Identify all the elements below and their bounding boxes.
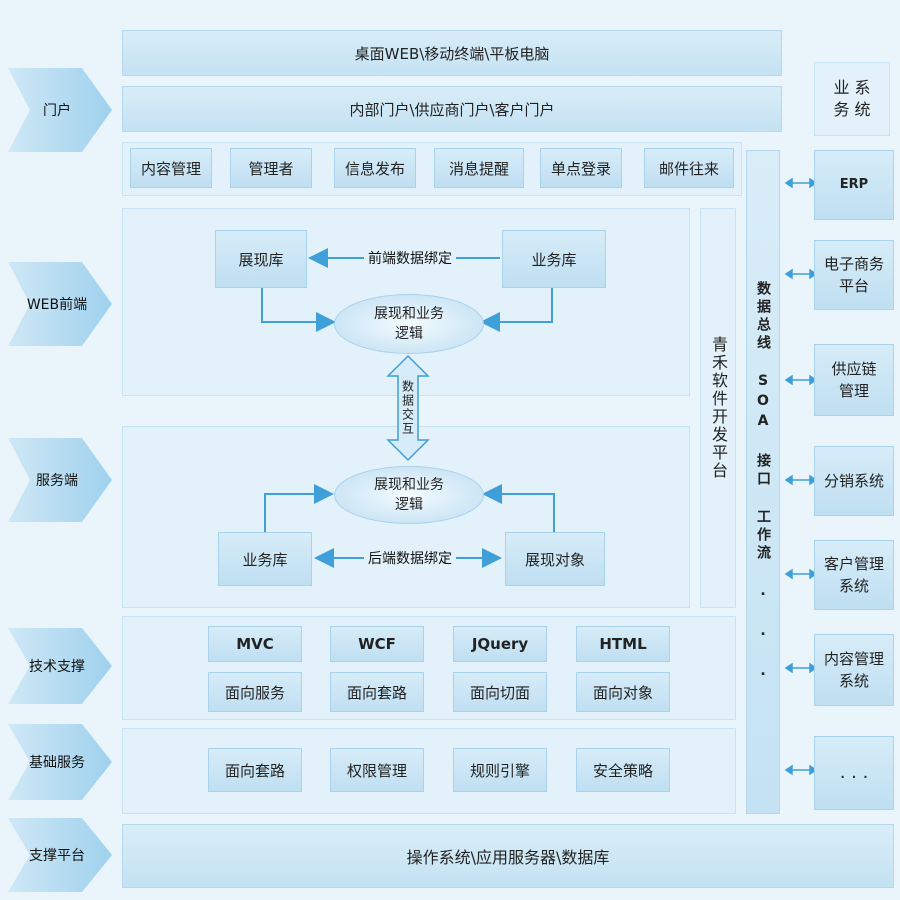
- layer-label-server: 服务端: [36, 473, 78, 489]
- support-platform-bar: 操作系统\应用服务器\数据库: [122, 824, 894, 888]
- tech-head: HTML: [576, 626, 670, 662]
- arrow-shape: [8, 628, 112, 704]
- arrow-shape: [8, 818, 112, 892]
- portal-item: 邮件往来: [644, 148, 734, 188]
- server-business-to-logic-arrow: [264, 484, 334, 540]
- dev-platform-bar: 青禾软件开发平台: [700, 208, 736, 608]
- display-to-logic-arrow: [261, 288, 336, 332]
- tech-head: WCF: [330, 626, 424, 662]
- data-exchange-label: 数据交互: [400, 380, 415, 436]
- base-item: 权限管理: [330, 748, 424, 792]
- server-display-to-logic-arrow: [482, 484, 555, 540]
- portal-items-panel: [122, 142, 742, 196]
- display-library: 展现库: [215, 230, 307, 288]
- system-crm: 客户管理 系统: [814, 540, 894, 610]
- system-erp: ERP: [814, 150, 894, 220]
- layer-label-portal: 门户: [43, 103, 71, 119]
- layer-label-tech: 技术支撑: [29, 659, 85, 675]
- tech-item: 面向服务: [208, 672, 302, 712]
- portal-item: 单点登录: [540, 148, 622, 188]
- tech-item: 面向套路: [330, 672, 424, 712]
- system-distribution: 分销系统: [814, 446, 894, 516]
- arrow-shape: [8, 262, 112, 346]
- layer-label-base: 基础服务: [29, 755, 85, 771]
- base-item: 安全策略: [576, 748, 670, 792]
- display-object: 展现对象: [505, 532, 605, 586]
- portal-item: 管理者: [230, 148, 312, 188]
- layer-label-web: WEB前端: [26, 297, 88, 313]
- server-logic-ellipse: 展现和业务 逻辑: [334, 466, 484, 524]
- business-library: 业务库: [502, 230, 606, 288]
- tech-head: JQuery: [453, 626, 547, 662]
- web-logic-ellipse: 展现和业务 逻辑: [334, 294, 484, 354]
- business-to-logic-arrow: [480, 288, 553, 332]
- front-binding-wrap: 前端数据绑定: [350, 246, 470, 270]
- portal-item: 消息提醒: [434, 148, 524, 188]
- front-binding-label: 前端数据绑定: [364, 248, 456, 268]
- device-bar: 桌面WEB\移动终端\平板电脑: [122, 30, 782, 76]
- layer-label-support: 支撑平台: [29, 848, 85, 864]
- data-exchange-arrow: [386, 354, 430, 462]
- system-link-arrows: [784, 177, 818, 776]
- system-supply-chain: 供应链 管理: [814, 344, 894, 416]
- business-systems-title: 业 系 务 统: [814, 62, 890, 136]
- system-cms: 内容管理 系统: [814, 634, 894, 706]
- tech-head: MVC: [208, 626, 302, 662]
- tech-item: 面向对象: [576, 672, 670, 712]
- system-ecommerce: 电子商务 平台: [814, 240, 894, 310]
- back-binding-wrap: 后端数据绑定: [350, 546, 470, 570]
- data-bus-bar: 数据总线 SOA 接口 工作流 . . .: [746, 150, 780, 814]
- portal-item: 内容管理: [130, 148, 212, 188]
- base-item: 面向套路: [208, 748, 302, 792]
- arrow-shape: [8, 724, 112, 800]
- back-binding-label: 后端数据绑定: [364, 548, 456, 568]
- portal-item: 信息发布: [334, 148, 416, 188]
- system-more: . . .: [814, 736, 894, 810]
- portal-bar: 内部门户\供应商门户\客户门户: [122, 86, 782, 132]
- server-business-library: 业务库: [218, 532, 312, 586]
- arrow-shape: [8, 68, 112, 152]
- base-item: 规则引擎: [453, 748, 547, 792]
- layer-arrows: [8, 68, 112, 892]
- tech-item: 面向切面: [453, 672, 547, 712]
- arrow-shape: [8, 438, 112, 522]
